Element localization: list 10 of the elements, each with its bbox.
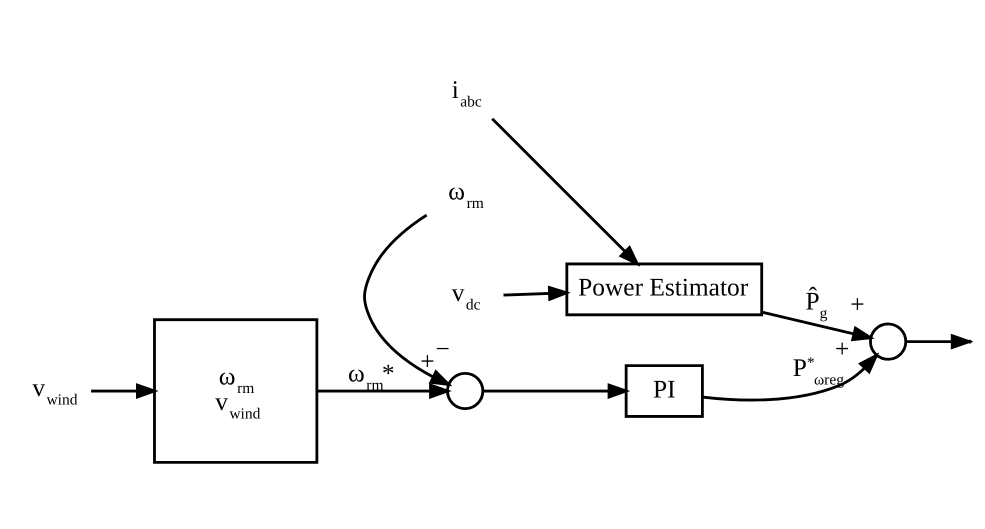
node-label: + [850, 290, 865, 318]
node-label: + [835, 334, 850, 362]
node-label: + [420, 346, 435, 375]
edge-label: P̂$_{g}$ [805, 287, 828, 322]
edge-label: ω$_{rm}$* [348, 359, 395, 394]
node-text: ω$_{rm}$ [448, 177, 484, 212]
node-text: v$_{dc}$ [452, 278, 481, 314]
node-text: i$_{abc}$ [452, 75, 482, 110]
node-label: − [435, 334, 450, 363]
node-text: v$_{wind}$ [32, 373, 78, 408]
